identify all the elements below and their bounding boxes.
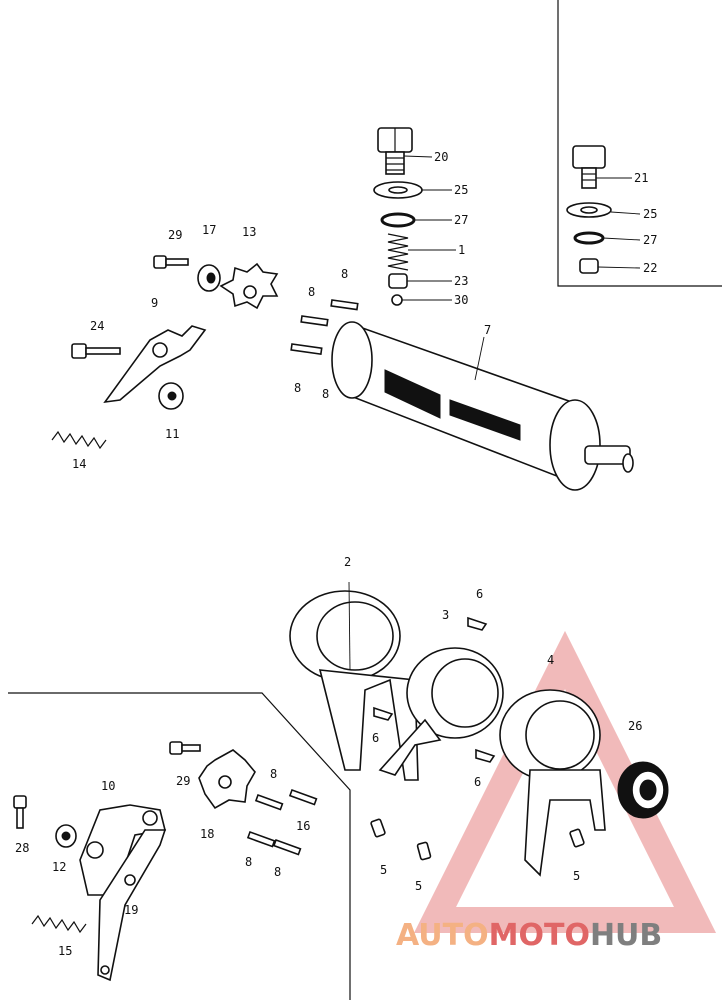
bolt-24 xyxy=(71,343,121,359)
pin-8-b xyxy=(330,299,359,311)
callout-8-a: 8 xyxy=(308,285,315,299)
callout-12: 12 xyxy=(52,860,66,874)
bolt-29-lower xyxy=(169,741,201,755)
plunger-23 xyxy=(388,273,408,289)
callout-23: 23 xyxy=(454,274,468,288)
pin-8-c xyxy=(290,343,323,356)
callout-27: 27 xyxy=(454,213,468,227)
callout-1: 1 xyxy=(458,243,465,257)
callout-6-a: 6 xyxy=(476,587,483,601)
watermark-logo: AUTOMOTOHUB xyxy=(396,918,716,958)
pin-5-b xyxy=(416,841,432,861)
collar-17 xyxy=(197,264,221,292)
callout-29: 29 xyxy=(168,228,182,242)
callout-8-e: 8 xyxy=(270,767,277,781)
callout-3: 3 xyxy=(442,608,449,622)
callout-16: 16 xyxy=(296,819,310,833)
spring-15 xyxy=(31,914,87,934)
clip-6-b xyxy=(373,706,394,721)
shift-fork-2 xyxy=(289,590,419,781)
callout-5-a: 5 xyxy=(380,863,387,877)
shift-fork-3 xyxy=(378,647,504,776)
collar-12 xyxy=(55,824,77,848)
callout-17: 17 xyxy=(202,223,216,237)
o-ring-27 xyxy=(380,212,416,228)
shift-fork-4 xyxy=(499,689,606,877)
callout-8-b: 8 xyxy=(341,267,348,281)
callout-18: 18 xyxy=(200,827,214,841)
inset-border xyxy=(557,0,722,287)
callout-5-c: 5 xyxy=(573,869,580,883)
spring-14 xyxy=(51,430,107,450)
callout-8-d: 8 xyxy=(322,387,329,401)
washer-25 xyxy=(373,181,423,199)
clip-6-a xyxy=(467,616,488,631)
callout-6-c: 6 xyxy=(474,775,481,789)
callout-8-c: 8 xyxy=(294,381,301,395)
callout-6-b: 6 xyxy=(372,731,379,745)
watermark-part-2: MOTO xyxy=(488,918,590,953)
callout-25-inset: 25 xyxy=(643,207,657,221)
pin-5-c xyxy=(569,828,585,848)
seal-26 xyxy=(617,761,669,819)
callout-27-inset: 27 xyxy=(643,233,657,247)
callout-14: 14 xyxy=(72,457,86,471)
collar-11 xyxy=(158,382,184,410)
callout-labels: 20 25 27 1 23 30 21 25 27 22 29 17 13 9 … xyxy=(15,150,657,958)
callout-24: 24 xyxy=(90,319,104,333)
watermark-part-1: AUTO xyxy=(396,918,489,953)
callout-2: 2 xyxy=(344,555,351,569)
bolt-28 xyxy=(13,795,27,829)
callout-10: 10 xyxy=(101,779,115,793)
spring-1 xyxy=(387,233,409,271)
bolt-20 xyxy=(377,127,413,175)
callout-4: 4 xyxy=(547,653,554,667)
callout-29-lower: 29 xyxy=(176,774,190,788)
callout-25: 25 xyxy=(454,183,468,197)
clip-6-c xyxy=(475,748,496,763)
callout-22: 22 xyxy=(643,261,657,275)
shift-arm-10 xyxy=(79,804,166,896)
callout-13: 13 xyxy=(242,225,256,239)
shift-drum-7 xyxy=(331,321,634,491)
star-cam-18 xyxy=(198,749,256,810)
pin-8-a xyxy=(300,315,329,327)
lever-19 xyxy=(97,829,167,982)
callout-28: 28 xyxy=(15,841,29,855)
callout-11: 11 xyxy=(165,427,179,441)
callout-26: 26 xyxy=(628,719,642,733)
pin-8-f xyxy=(288,788,318,806)
pin-8-g xyxy=(246,830,276,848)
callout-21: 21 xyxy=(634,171,648,185)
shift-arm-9 xyxy=(103,325,207,404)
callout-7: 7 xyxy=(484,323,491,337)
ball-30 xyxy=(391,294,403,306)
callout-19: 19 xyxy=(124,903,138,917)
callout-30: 30 xyxy=(454,293,468,307)
o-ring-27-inset xyxy=(573,231,605,245)
lower-left-border xyxy=(8,692,351,1000)
callout-8-f: 8 xyxy=(245,855,252,869)
pin-8-h xyxy=(272,838,302,856)
washer-25-inset xyxy=(566,202,612,218)
star-cam-13 xyxy=(219,262,279,310)
collar-22 xyxy=(579,258,599,274)
callout-5-b: 5 xyxy=(415,879,422,893)
watermark-part-3: HUB xyxy=(589,918,663,953)
callout-8-g: 8 xyxy=(274,865,281,879)
callout-15: 15 xyxy=(58,944,72,958)
leader-lines xyxy=(348,155,641,671)
bolt-29-upper xyxy=(153,255,189,269)
callout-20: 20 xyxy=(434,150,448,164)
pin-5-a xyxy=(370,818,386,838)
bolt-21 xyxy=(572,145,606,189)
pin-8-e xyxy=(254,793,284,811)
callout-9: 9 xyxy=(151,296,158,310)
